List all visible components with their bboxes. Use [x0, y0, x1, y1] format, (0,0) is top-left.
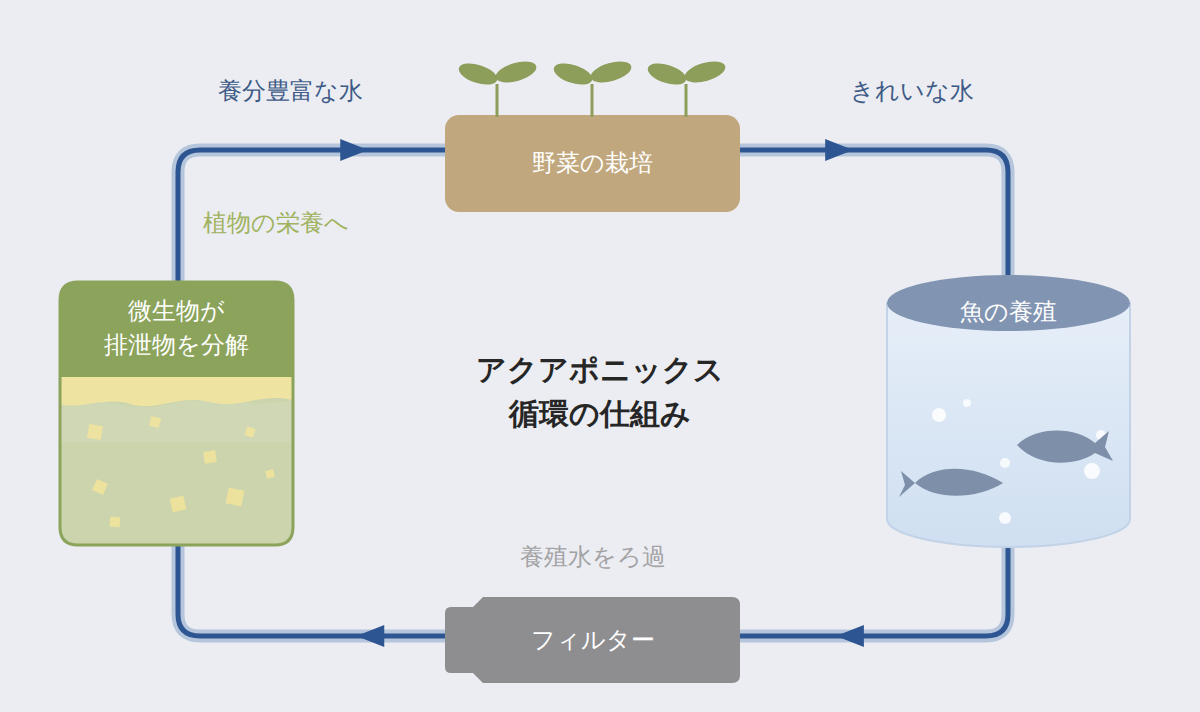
connector-line: [178, 150, 445, 282]
node-label: 野菜の栽培: [449, 146, 736, 180]
flow-connector: [178, 139, 445, 282]
arrow-head: [836, 625, 864, 647]
edge-label: 養分豊富な水: [218, 74, 363, 108]
flow-connector: [740, 139, 1008, 285]
tank-cylinder: 魚の養殖: [887, 275, 1130, 547]
seedling: [551, 58, 633, 117]
connector-halo: [740, 537, 1008, 636]
node-label: 微生物が 排泄物を分解: [64, 294, 289, 362]
arrow-head: [356, 625, 384, 647]
seedling: [645, 58, 727, 117]
connector-halo: [740, 150, 1008, 285]
arrow-head: [825, 139, 853, 161]
node-label: 魚の養殖: [891, 295, 1126, 329]
microbe-box: 微生物が 排泄物を分解: [60, 282, 293, 545]
connector-line: [178, 545, 445, 636]
process-box: 野菜の栽培: [445, 115, 740, 212]
edge-label: きれいな水: [850, 74, 974, 108]
connector-line: [740, 537, 1008, 636]
node-label: フィルター: [449, 623, 736, 657]
filter-box: 養殖水をろ過フィルター: [445, 540, 740, 683]
node-heading: 養殖水をろ過: [449, 540, 736, 574]
flow-connector: [178, 545, 445, 647]
annotation-label: 植物の栄養へ: [203, 206, 349, 240]
connector-line: [740, 150, 1008, 285]
diagram-title: アクアポニックス 循環の仕組み: [450, 348, 750, 436]
seedling: [456, 58, 538, 117]
connector-halo: [178, 545, 445, 636]
arrow-head: [340, 139, 368, 161]
flow-connector: [740, 537, 1008, 647]
connector-halo: [178, 150, 445, 282]
